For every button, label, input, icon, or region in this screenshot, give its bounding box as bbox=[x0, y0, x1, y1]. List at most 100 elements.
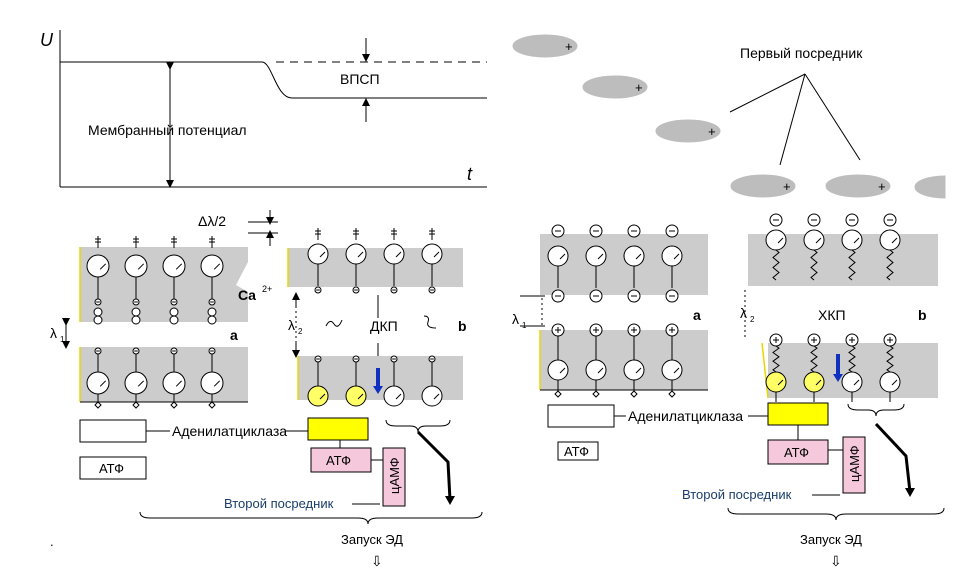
right-adenylate-label: Аденилатциклаза bbox=[628, 408, 743, 424]
foot bbox=[592, 390, 600, 398]
right-lambda2-sub: 2 bbox=[750, 315, 755, 324]
foot bbox=[94, 401, 102, 409]
subunit-notch bbox=[777, 379, 784, 386]
subunit-notch bbox=[597, 367, 604, 374]
subunit-notch bbox=[319, 251, 326, 258]
left-launch-label: Запуск ЭД bbox=[341, 532, 403, 547]
subunit-notch bbox=[815, 237, 822, 244]
left-camp-box bbox=[382, 447, 406, 507]
subunit-notch bbox=[891, 237, 898, 244]
membrane-potential-label: Мембранный потенциал bbox=[88, 122, 247, 138]
protein-subunit bbox=[307, 243, 329, 265]
protein-subunit bbox=[421, 385, 443, 407]
ligand-plus: + bbox=[878, 179, 886, 194]
protein-subunit bbox=[383, 385, 405, 407]
left-ligand-1 bbox=[325, 319, 343, 327]
ca-superscript: 2+ bbox=[262, 284, 272, 294]
left-ligand-2 bbox=[423, 315, 437, 329]
protein-subunit bbox=[765, 229, 787, 251]
protein-subunit bbox=[124, 371, 148, 395]
ligand-ellipse bbox=[730, 174, 796, 198]
protein-subunit bbox=[585, 359, 607, 381]
protein-subunit bbox=[162, 254, 186, 278]
left-lambda2-label: λ bbox=[288, 317, 295, 333]
subunit-notch bbox=[433, 251, 440, 258]
ion bbox=[131, 315, 141, 325]
spring bbox=[886, 249, 894, 281]
ion bbox=[131, 307, 141, 317]
foot bbox=[208, 401, 216, 409]
right-lambda1-label: λ bbox=[512, 311, 519, 327]
protein-subunit bbox=[86, 254, 110, 278]
right-second-messenger-label: Второй посредник bbox=[682, 487, 792, 502]
ligand-plus: + bbox=[635, 80, 643, 95]
protein-subunit bbox=[661, 359, 683, 381]
left-panel-a: Ca 2+ λ 1 a Аденилатциклаза АТФ . bbox=[50, 236, 308, 549]
left-brace bbox=[385, 419, 451, 433]
left-atf-pink-label: АТФ bbox=[326, 453, 351, 468]
ligand-ellipse bbox=[582, 75, 648, 99]
right-adenylate-cyclase-enzyme bbox=[767, 402, 829, 426]
protein-subunit bbox=[124, 254, 148, 278]
protein-subunit bbox=[585, 245, 607, 267]
protein-subunit bbox=[200, 254, 224, 278]
subunit-notch bbox=[137, 263, 145, 270]
right-launch-label: Запуск ЭД bbox=[800, 532, 862, 547]
left-lambda2-sub: 2 bbox=[298, 327, 303, 336]
y-axis-label: U bbox=[40, 30, 54, 50]
spring bbox=[772, 249, 780, 281]
foot bbox=[630, 390, 638, 398]
protein-subunit bbox=[879, 229, 901, 251]
left-camp-label: цАМФ bbox=[387, 457, 402, 494]
ligand-plus: + bbox=[565, 39, 573, 54]
subunit-notch bbox=[673, 367, 680, 374]
subunit-notch bbox=[213, 380, 221, 387]
x-axis-label: t bbox=[467, 164, 473, 184]
spring bbox=[886, 345, 894, 373]
protein-subunit bbox=[345, 385, 367, 407]
foot bbox=[170, 401, 178, 409]
left-lambda1-label: λ bbox=[50, 325, 57, 341]
right-camp-label: цАМФ bbox=[847, 445, 862, 482]
protein-subunit bbox=[623, 245, 645, 267]
protein-subunit bbox=[841, 229, 863, 251]
ion bbox=[207, 315, 217, 325]
first-messenger-label: Первый посредник bbox=[740, 45, 863, 61]
subunit-notch bbox=[357, 251, 364, 258]
protein-subunit bbox=[547, 245, 569, 267]
subunit-notch bbox=[433, 393, 440, 400]
left-bottom-brace bbox=[139, 511, 483, 525]
vpsp-label: ВПСП bbox=[340, 71, 380, 87]
right-panel-a: λ 1 a Аденилатциклаза АТФ bbox=[512, 224, 768, 461]
subunit-notch bbox=[635, 253, 642, 260]
subunit-notch bbox=[395, 393, 402, 400]
ligand-ellipse bbox=[655, 119, 721, 143]
subunit-notch bbox=[99, 263, 107, 270]
subunit-notch bbox=[891, 379, 898, 386]
left-b-channels bbox=[307, 228, 443, 407]
potential-curve bbox=[60, 61, 487, 99]
left-panel-b: λ 2 ДКП b АТФ цАМФ Второй посредник Запу… bbox=[139, 228, 483, 569]
protein-subunit bbox=[879, 371, 901, 393]
subunit-notch bbox=[853, 379, 860, 386]
spring bbox=[772, 345, 780, 373]
ligand-plus: + bbox=[783, 179, 791, 194]
protein-subunit bbox=[383, 243, 405, 265]
right-a-upper-membrane bbox=[540, 234, 708, 295]
right-b-channels bbox=[765, 213, 901, 402]
left-lambda1-sub: 1 bbox=[60, 335, 65, 344]
subunit-notch bbox=[635, 367, 642, 374]
subunit-notch bbox=[137, 380, 145, 387]
right-brace bbox=[847, 403, 905, 417]
subunit-notch bbox=[597, 253, 604, 260]
ion bbox=[169, 315, 179, 325]
subunit-notch bbox=[559, 253, 566, 260]
protein-subunit bbox=[765, 371, 787, 393]
foot bbox=[132, 401, 140, 409]
ligand-ellipse-partial bbox=[914, 175, 946, 199]
left-down-arrow: ⇩ bbox=[371, 553, 383, 569]
protein-subunit bbox=[345, 243, 367, 265]
right-label-a: a bbox=[693, 307, 701, 323]
subunit-notch bbox=[319, 393, 326, 400]
left-atf-white-box bbox=[79, 456, 147, 480]
